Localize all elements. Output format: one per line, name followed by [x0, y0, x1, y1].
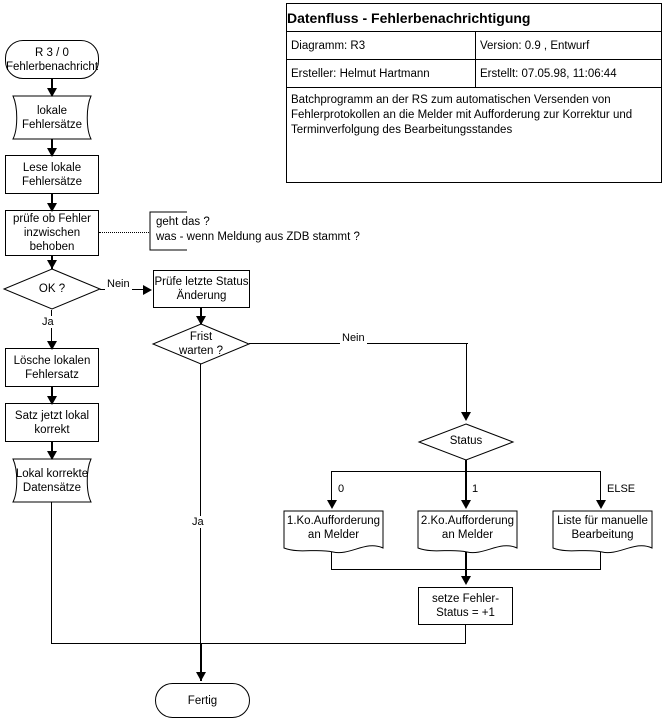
version-cell: Version: 0.9 , Entwurf — [476, 32, 661, 60]
edge-correct-to-store — [51, 442, 53, 458]
arrowhead-check-last-status — [143, 285, 152, 295]
arrowhead-end — [196, 672, 206, 681]
edge-label-ok-no: Nein — [105, 278, 132, 290]
note-line-2: was - wenn Meldung aus ZDB stammt ? — [156, 231, 360, 243]
shape-local-errors-store — [12, 95, 92, 140]
node-end-label: Fertig — [187, 694, 218, 707]
arrowhead-record-correct — [47, 396, 57, 405]
shape-correct-records-store — [12, 458, 92, 503]
edge-label-status-else: ELSE — [605, 483, 638, 495]
edge-set-status-down — [465, 625, 466, 644]
edge-status-else — [600, 471, 601, 503]
edge-store-to-read — [51, 139, 53, 155]
edge-bottom-to-end — [200, 643, 202, 681]
edge-doc-second-merge — [465, 550, 467, 580]
edge-status-0 — [331, 471, 332, 503]
edge-start-to-store — [51, 79, 53, 95]
arrowhead-check — [47, 203, 57, 212]
shape-doc-first-request — [283, 510, 384, 554]
edge-label-status-1: 1 — [470, 483, 481, 495]
author-cell: Ersteller: Helmut Hartmann — [287, 60, 476, 88]
edge-read-to-check — [51, 194, 53, 210]
arrowhead-status-decision — [461, 412, 471, 421]
arrowhead-ok — [47, 260, 57, 269]
edge-note-connector — [99, 232, 151, 233]
title-block: Datenfluss - Fehlerbenachrichtigung Diag… — [286, 3, 662, 183]
edge-label-deadline-no: Nein — [340, 332, 367, 344]
note-annotation: geht das ? was - wenn Meldung aus ZDB st… — [152, 213, 362, 247]
arrowhead-read — [47, 148, 57, 157]
arrowhead-deadline — [196, 316, 206, 325]
created-cell: Erstellt: 07.05.98, 11:06:44 — [476, 60, 661, 88]
node-ok-decision-label: OK ? — [38, 283, 66, 295]
node-set-error-status-label: setze Fehler-Status = +1 — [431, 593, 500, 619]
edge-delete-to-correct — [51, 387, 53, 403]
arrowhead-set-error-status — [461, 576, 471, 585]
arrowhead-doc-manual-list — [596, 500, 606, 509]
shape-status-decision — [417, 423, 515, 461]
shape-doc-second-request — [417, 510, 518, 554]
edge-status-1 — [465, 471, 467, 503]
shape-doc-manual-list — [552, 510, 653, 554]
description-cell: Batchprogramm an der RS zum automatische… — [291, 94, 633, 136]
arrowhead-store — [47, 88, 57, 97]
title-block-row-2: Ersteller: Helmut Hartmann Erstellt: 07.… — [287, 60, 661, 88]
node-set-error-status[interactable]: setze Fehler-Status = +1 — [418, 587, 513, 625]
title-block-row-1: Diagramm: R3 Version: 0.9 , Entwurf — [287, 32, 661, 60]
edge-ok-yes — [51, 310, 52, 348]
arrowhead-doc-first-request — [327, 500, 337, 509]
node-end[interactable]: Fertig — [155, 683, 250, 718]
edge-label-status-0: 0 — [336, 483, 347, 495]
edge-deadline-yes — [200, 364, 201, 644]
arrowhead-delete-local — [47, 341, 57, 350]
edge-status-to-bar — [465, 460, 467, 472]
bottom-merge-bar — [51, 643, 466, 644]
shape-deadline-decision — [151, 323, 251, 365]
node-status-decision-label: Status — [449, 435, 483, 447]
arrowhead-correct-store — [47, 451, 57, 460]
edge-label-deadline-yes: Ja — [190, 516, 206, 528]
diagram-id-cell: Diagramm: R3 — [287, 32, 476, 60]
diagram-title: Datenfluss - Fehlerbenachrichtigung — [287, 4, 661, 32]
edge-doc-first-merge — [331, 550, 332, 570]
edge-doc-manual-merge — [600, 550, 601, 570]
shape-ok-decision — [2, 268, 102, 310]
edge-label-ok-yes: Ja — [40, 316, 56, 328]
arrowhead-doc-second-request — [461, 500, 471, 509]
edge-store-to-bottom — [51, 502, 52, 644]
note-line-1: geht das ? — [156, 216, 210, 228]
edge-deadline-no-v — [466, 343, 467, 415]
